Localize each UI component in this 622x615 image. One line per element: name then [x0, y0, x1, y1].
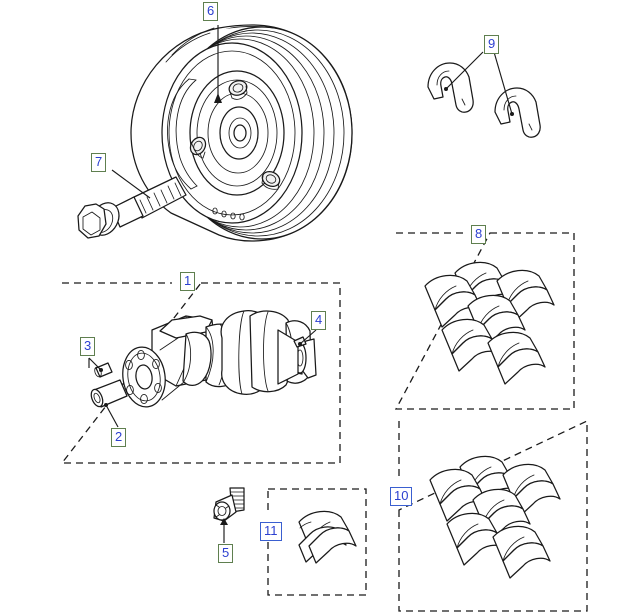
dowel-pin-part-3 [94, 362, 113, 378]
group-box-10 [398, 419, 588, 612]
bearing-shell-pair-11-illustration [298, 510, 357, 564]
callout-1-text: 1 [184, 273, 192, 288]
thrust-washers-illustration [427, 51, 541, 138]
callout-7[interactable]: 7 [91, 153, 107, 172]
group-box-8 [394, 232, 575, 410]
callout-3[interactable]: 3 [80, 337, 96, 356]
callout-7-text: 7 [95, 154, 103, 169]
callout-10-text: 10 [394, 488, 409, 503]
callout-6-text: 6 [207, 3, 215, 18]
callout-3-text: 3 [84, 338, 92, 353]
crankshaft-pulley-illustration [130, 24, 353, 242]
bearing-shell-set-10-illustration [429, 455, 561, 579]
callout-9[interactable]: 9 [484, 35, 500, 54]
callout-11[interactable]: 11 [260, 522, 282, 541]
callout-1[interactable]: 1 [180, 272, 196, 291]
callout-4[interactable]: 4 [311, 311, 327, 330]
group-box-11 [267, 488, 367, 596]
callout-11-text: 11 [264, 523, 278, 538]
callout-8[interactable]: 8 [471, 225, 487, 244]
crankshaft-flange-view-illustration [88, 315, 247, 428]
crankshaft-nose-view-illustration [220, 310, 317, 395]
callout-5[interactable]: 5 [218, 544, 234, 563]
callout-2[interactable]: 2 [111, 428, 127, 447]
pulley-bolt-illustration [77, 169, 187, 239]
callout-9-text: 9 [488, 36, 496, 51]
bushing-part-2 [90, 379, 128, 408]
callout-2-text: 2 [115, 429, 123, 444]
bolt-part-5-illustration [213, 487, 245, 543]
bearing-shell-set-8-illustration [424, 261, 555, 385]
callout-6[interactable]: 6 [203, 2, 219, 21]
callout-4-text: 4 [315, 312, 323, 327]
callout-5-text: 5 [222, 545, 230, 560]
callout-10[interactable]: 10 [390, 487, 413, 506]
callout-8-text: 8 [475, 226, 483, 241]
